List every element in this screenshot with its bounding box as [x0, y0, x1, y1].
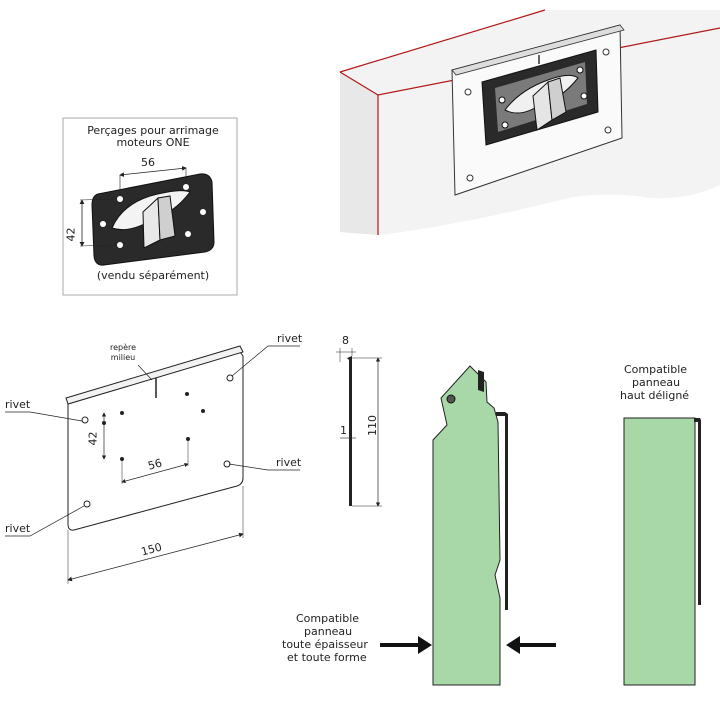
panel-plate-top-hook	[478, 370, 484, 392]
render-tab-right	[547, 77, 567, 121]
profile-dim-8-label: 8	[342, 334, 349, 347]
rivet-label-left-top: rivet	[5, 398, 31, 411]
plate-outline	[67, 351, 244, 531]
panel-lowered-caption-line2: panneau	[632, 376, 681, 389]
arrow-right-pointer	[506, 636, 556, 654]
plate-motor-hole	[201, 409, 205, 413]
rivet-leader-right-bottom	[228, 463, 300, 471]
arrow-left-pointer	[380, 636, 432, 654]
green-panel-rect	[623, 417, 696, 686]
wall-front-face	[340, 72, 378, 235]
panel-full-caption-line4: et toute forme	[287, 651, 367, 664]
plate-dim-150-line	[67, 532, 244, 582]
inset-dim-height-label: 42	[64, 227, 78, 242]
render-rivet	[464, 88, 472, 96]
plate-motor-hole	[185, 392, 189, 396]
rivet-label-top-right: rivet	[277, 332, 303, 345]
rivet-leader-top-right	[231, 345, 300, 377]
profile-section	[347, 356, 352, 506]
inset-hole	[117, 196, 123, 202]
panel-full-caption-line3: toute épaisseur	[282, 638, 368, 651]
plate-top-lip	[65, 345, 244, 405]
render-rivet	[602, 48, 610, 56]
panel-full-caption-line2: panneau	[304, 625, 353, 638]
profile-drawing	[336, 348, 382, 507]
render-hole	[501, 121, 509, 129]
rivet-leader-left-bottom	[5, 505, 85, 537]
rivet-label-left-bottom: rivet	[5, 522, 31, 535]
inset-hole	[100, 221, 106, 227]
rivet-leader-left-top	[5, 411, 83, 422]
profile-dim-110-label: 110	[366, 415, 379, 436]
plate-drawing	[5, 345, 300, 584]
plate-rivet-hole	[81, 416, 89, 424]
inset-dim-ext	[79, 244, 118, 247]
inset-caption: (vendu séparément)	[96, 269, 210, 282]
inset-dim-width-label: 56	[141, 156, 155, 169]
plate-dim-42-label: 42	[86, 431, 100, 446]
panel-lowered-caption-line1: Compatible	[624, 363, 688, 376]
inset-dim-width-line	[119, 166, 187, 177]
inset-hole	[183, 184, 189, 190]
inset-hole	[117, 242, 123, 248]
inset-box	[62, 117, 238, 296]
render-hole	[576, 66, 584, 74]
inset-dim-ext	[79, 198, 118, 201]
lowered-panel-plate-profile	[694, 418, 701, 605]
render-3d-wall-mount	[339, 9, 720, 235]
profile-dim-1-label: 1	[340, 424, 347, 437]
panel-fixing-screw	[446, 394, 456, 404]
plate-motor-hole	[120, 411, 124, 415]
inset-tab-right	[157, 195, 176, 241]
render-rivet	[604, 126, 612, 134]
render-hole	[580, 92, 588, 100]
render-plate-lip	[451, 24, 625, 76]
panel-full-thickness	[380, 365, 556, 686]
panel-full-caption-line1: Compatible	[296, 612, 360, 625]
render-rivet	[466, 174, 474, 182]
center-mark-label-line1: repère	[109, 343, 137, 352]
plate-rivet-hole	[226, 374, 234, 382]
panel-lowered-caption-line3: haut déligné	[620, 389, 690, 402]
plate-dim-56-line	[121, 462, 189, 484]
rivet-label-right-bottom: rivet	[276, 456, 302, 469]
inset-title-line1: Perçages pour arrimage	[87, 124, 219, 137]
inset-hole	[200, 209, 206, 215]
center-mark-leader	[137, 364, 153, 381]
panel-plate-profile	[496, 412, 508, 610]
center-mark-label-line2: milieu	[110, 353, 136, 362]
render-hole	[498, 96, 506, 104]
inset-hole	[185, 231, 191, 237]
plate-rivet-hole	[83, 500, 91, 508]
inset-title-line2: moteurs ONE	[116, 136, 190, 149]
panel-lowered-top	[623, 417, 701, 686]
green-panel-shaped	[432, 365, 501, 686]
